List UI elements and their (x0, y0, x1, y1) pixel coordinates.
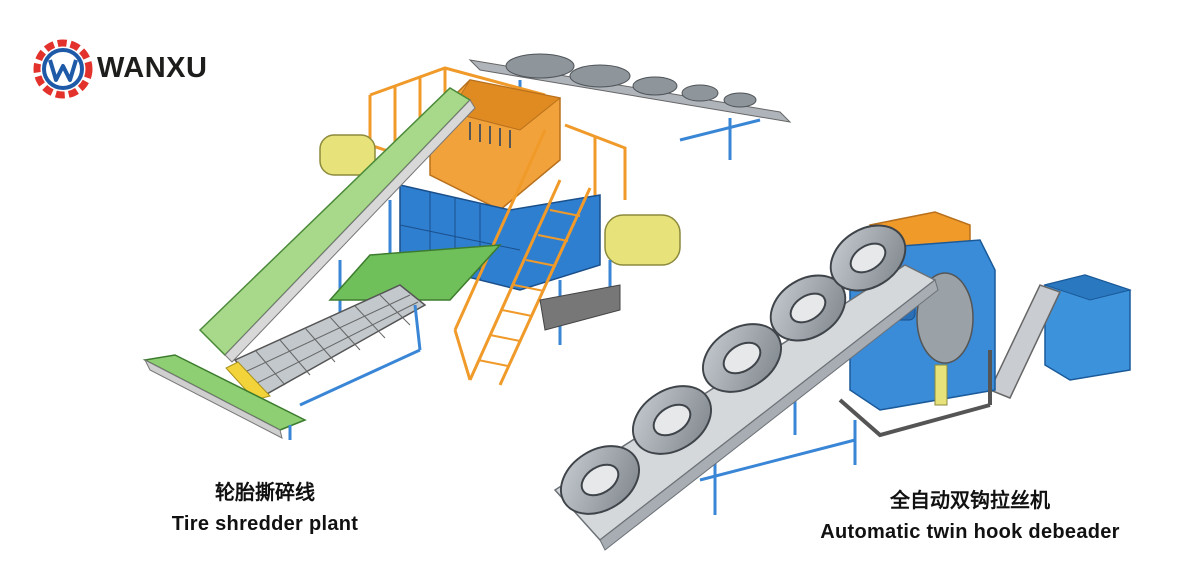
tire-shredder-plant-illustration (142, 53, 792, 440)
caption-debeader-zh: 全自动双钩拉丝机 (890, 488, 1050, 512)
caption-debeader-en: Automatic twin hook debeader (820, 521, 1120, 543)
caption-tire-shredder-zh: 轮胎撕碎线 (215, 480, 315, 504)
caption-tire-shredder-en: Tire shredder plant (171, 513, 359, 535)
caption-tire-shredder: 轮胎撕碎线 Tire shredder plant (150, 476, 380, 536)
wanxu-gear-icon (33, 39, 93, 99)
brand-name: WANXU (97, 52, 208, 84)
brand-logo (32, 38, 232, 100)
twin-hook-debeader-illustration (553, 211, 1132, 551)
caption-debeader: 全自动双钩拉丝机 Automatic twin hook debeader (790, 484, 1150, 544)
